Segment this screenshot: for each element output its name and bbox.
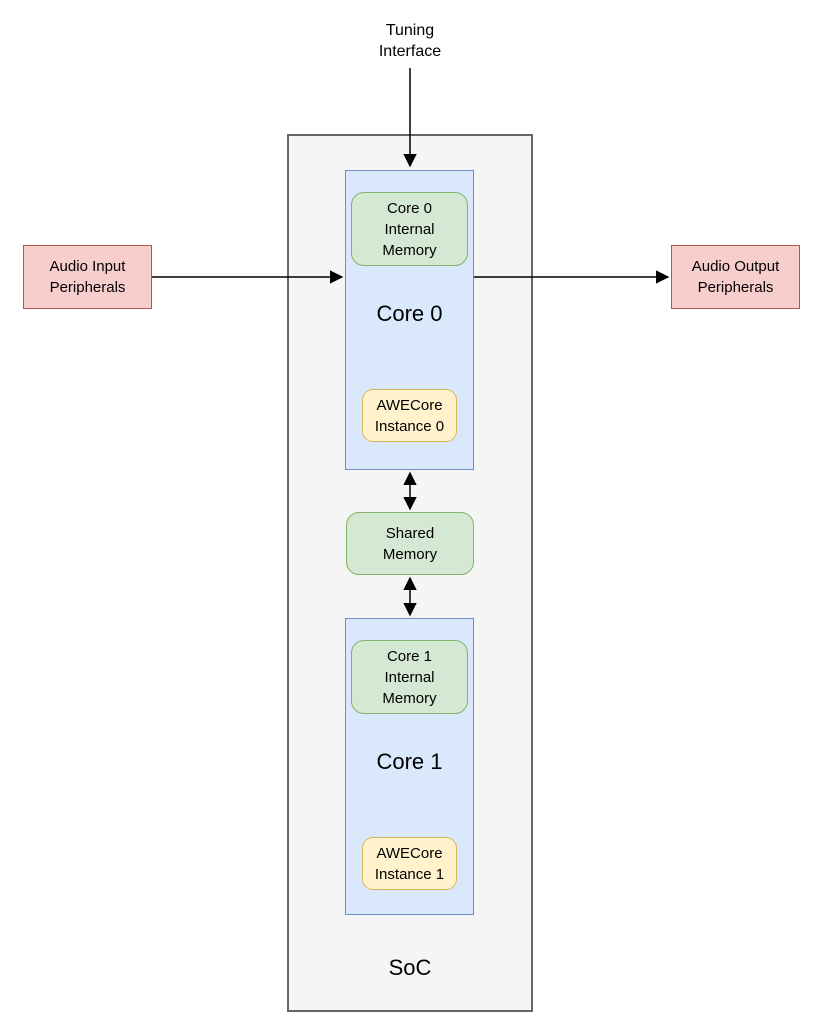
audio-input-peripherals-label: Audio Input Peripherals [49, 258, 126, 296]
core1-label: Core 1 [376, 749, 443, 774]
core1-internal-memory-box: Core 1 Internal Memory [351, 640, 468, 714]
core0-box: Core 0 Internal Memory Core 0 AWECore In… [345, 170, 474, 470]
awecore-instance1-box: AWECore Instance 1 [362, 837, 457, 890]
shared-memory-label: Shared Memory [382, 524, 438, 563]
audio-input-peripherals-box: Audio Input Peripherals [23, 245, 152, 309]
tuning-interface-label: Tuning Interface [378, 22, 442, 60]
audio-output-peripherals-label: Audio Output Peripherals [691, 258, 780, 296]
awecore-instance1-label: AWECore Instance 1 [374, 844, 445, 883]
core0-label: Core 0 [376, 301, 443, 326]
core1-box: Core 1 Internal Memory Core 1 AWECore In… [345, 618, 474, 915]
core0-internal-memory-label: Core 0 Internal Memory [382, 199, 437, 259]
shared-memory-box: Shared Memory [346, 512, 474, 575]
core0-internal-memory-box: Core 0 Internal Memory [351, 192, 468, 266]
awecore-instance0-box: AWECore Instance 0 [362, 389, 457, 442]
audio-output-peripherals-box: Audio Output Peripherals [671, 245, 800, 309]
soc-label: SoC [388, 955, 432, 980]
awecore-instance0-label: AWECore Instance 0 [374, 396, 445, 435]
core1-internal-memory-label: Core 1 Internal Memory [382, 647, 437, 707]
